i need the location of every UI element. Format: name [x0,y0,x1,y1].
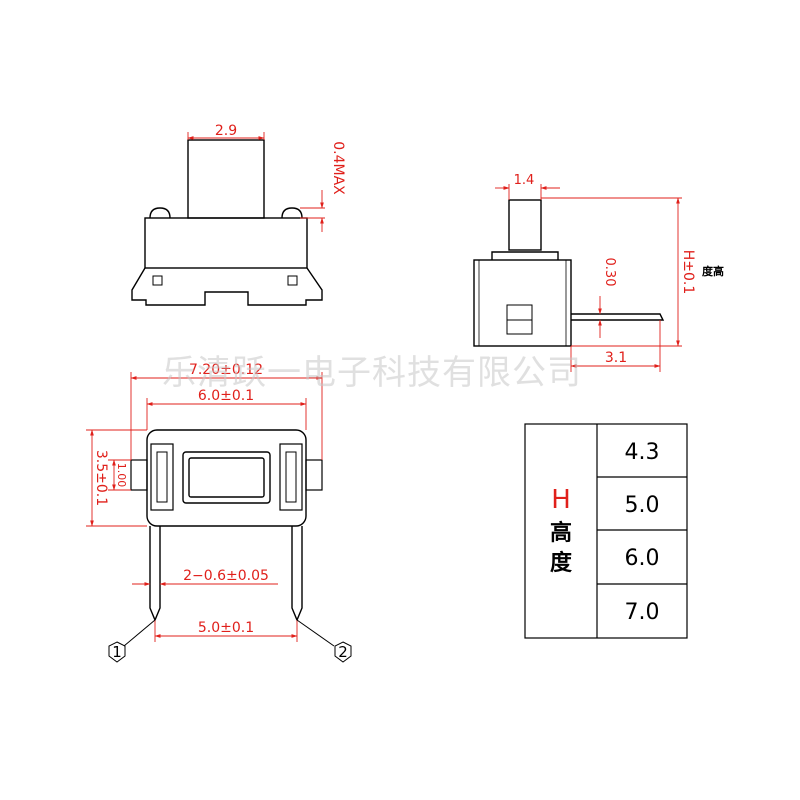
pin-callouts [108,619,352,663]
pin-1-marker [108,641,126,663]
end-dim-height: H±0.1 [680,250,696,295]
end-window-top [506,304,533,321]
top-view [130,429,323,622]
pin-2-marker [334,641,352,663]
top-dim-overall-length: 7.20±0.12 [189,362,263,378]
watermark-text: 乐清跃一电子科技有限公司 [162,353,582,393]
top-pin-left [149,526,161,622]
top-view-dims [86,372,323,642]
height-table-header-cn-2: 度 [550,550,573,576]
height-table-value: 7.0 [625,600,660,625]
side-bump-right [281,207,303,219]
end-view [473,199,665,347]
end-height-label: 度高 [702,264,724,278]
end-actuator [508,199,542,251]
height-table-value: 6.0 [625,546,660,571]
end-view-dims [495,184,682,372]
pin-2-label: 2 [338,643,348,661]
side-view [131,139,323,306]
side-view-dims [187,132,325,232]
side-body [144,217,308,269]
pin-1-label: 1 [112,643,122,661]
end-dim-terminal-length: 3.1 [605,350,627,366]
end-actuator-skirt [491,251,559,260]
top-body [146,429,307,527]
top-slot-right [279,443,303,511]
top-dim-pin-width: 2−0.6±0.05 [183,568,269,584]
end-terminal [571,313,665,321]
end-body [473,259,572,347]
top-dim-pin-pitch: 5.0±0.1 [198,620,254,636]
end-window-bottom [506,319,533,335]
height-table-value: 4.3 [625,440,660,465]
end-dim-terminal-thickness: 0.30 [602,258,617,287]
top-actuator-inner [188,457,265,498]
side-dim-actuator-width: 2.9 [215,123,237,139]
top-slot-left-inner [156,451,168,503]
side-pad-left [152,275,163,286]
side-bump-left [149,207,171,219]
top-dim-boss: 1.00 [115,463,128,488]
side-dim-protrusion: 0.4MAX [330,141,346,195]
top-dim-width: 3.5±0.1 [93,450,109,506]
top-boss-left [130,459,148,491]
end-dim-actuator-width: 1.4 [514,173,535,188]
height-table-value: 5.0 [625,493,660,518]
height-table-header-letter: H [551,485,571,515]
height-table-header-cn-1: 高 [550,520,572,546]
top-actuator-outer [182,451,271,504]
top-slot-right-inner [285,451,297,503]
top-slot-left [150,443,174,511]
side-pad-right [287,275,298,286]
top-dim-body-length: 6.0±0.1 [198,388,254,404]
side-base [131,267,323,306]
top-boss-right [305,459,323,491]
side-actuator [187,139,265,219]
top-pin-right [291,526,303,622]
height-table [524,423,688,639]
